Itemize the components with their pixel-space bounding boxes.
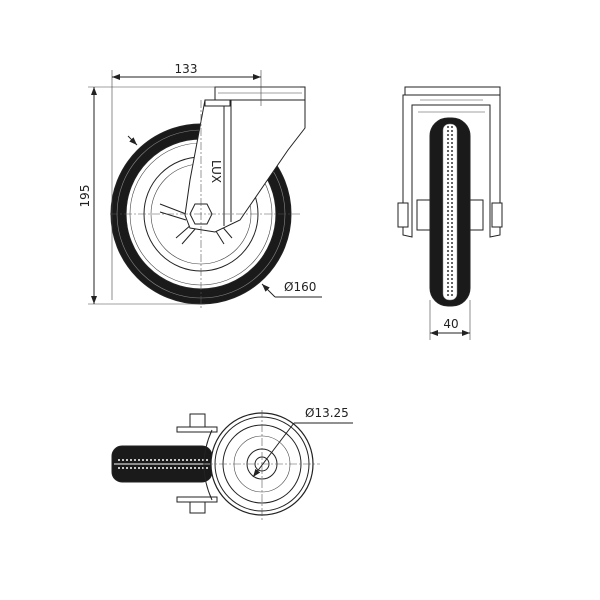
fork (184, 99, 306, 233)
dimension-133: 133 (111, 62, 262, 300)
svg-text:133: 133 (175, 62, 198, 76)
bottom-view (111, 410, 320, 520)
dimension-195: 195 (78, 86, 300, 305)
svg-text:195: 195 (78, 185, 92, 208)
logo-text: LUX (209, 160, 223, 183)
axle-bolt-right (491, 202, 503, 228)
side-view (397, 86, 503, 307)
svg-text:40: 40 (443, 317, 458, 331)
axle-bolt-left (397, 202, 409, 228)
bolt-bottom (189, 501, 206, 514)
svg-text:Ø13.25: Ø13.25 (305, 406, 349, 420)
bolt-top (189, 413, 206, 428)
top-plate (214, 86, 306, 101)
front-view: LUX (110, 86, 306, 310)
dimension-40: 40 (429, 300, 471, 340)
svg-text:Ø160: Ø160 (284, 280, 316, 294)
dimension-wheel-diameter: Ø160 (261, 280, 322, 298)
dimension-bore-diameter: Ø13.25 (252, 406, 353, 478)
